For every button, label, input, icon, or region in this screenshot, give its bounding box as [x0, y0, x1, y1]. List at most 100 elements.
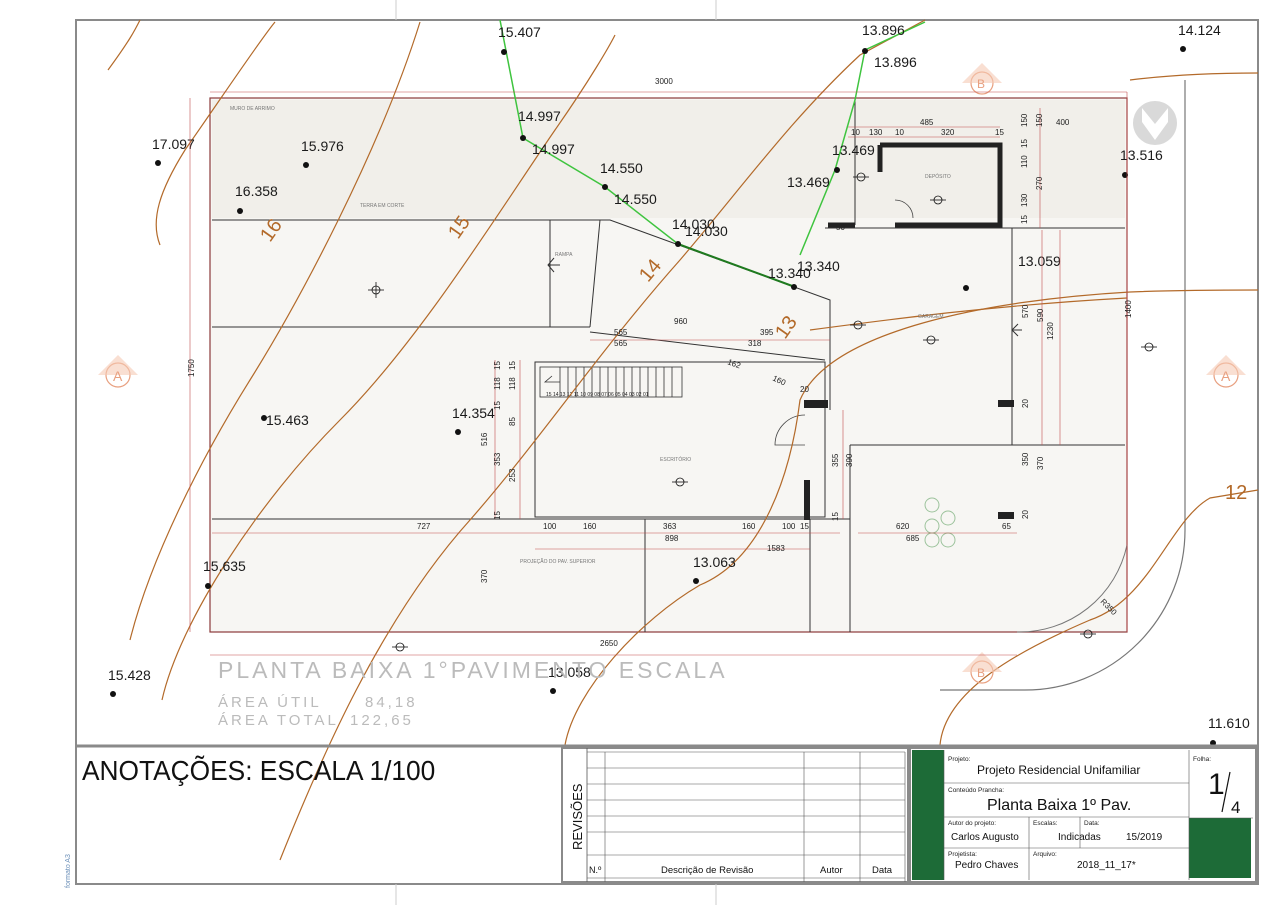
dim: 15: [995, 128, 1004, 137]
content-name: Planta Baixa 1º Pav.: [987, 797, 1131, 814]
brand-bar: [912, 750, 944, 880]
dim: 370: [1036, 456, 1045, 470]
level-label: 13.059: [1018, 253, 1061, 269]
dim: 395: [760, 328, 774, 337]
level-label: 14.030: [672, 216, 715, 232]
content-label: Conteúdo Prancha:: [948, 787, 1004, 794]
level-label: 13.469: [832, 142, 875, 158]
sheet-fraction-bar: [1221, 771, 1231, 813]
room-label-deposito: DEPÓSITO: [925, 173, 951, 180]
level-label: 13.063: [693, 554, 736, 570]
scales-label: Escalas:: [1033, 820, 1058, 827]
level-label: 14.550: [600, 160, 643, 176]
dim: 15: [493, 401, 502, 410]
level-label: 14.124: [1178, 22, 1221, 38]
area-total-label: ÁREA TOTAL: [218, 712, 339, 729]
annotations-title: ANOTAÇÕES: ESCALA 1/100: [82, 754, 435, 786]
dim: 355: [831, 453, 840, 467]
lot-boundary-curve: [1016, 544, 1128, 633]
door-swing: [774, 414, 806, 446]
survey-line-segment: [677, 243, 796, 288]
dim: 320: [941, 128, 955, 137]
staircase: [539, 366, 683, 398]
date-value: 15/2019: [1126, 832, 1163, 843]
level-label: 14.354: [452, 405, 495, 421]
dim: 150: [1035, 113, 1044, 127]
dim: 15: [508, 361, 517, 370]
dim: 100: [543, 522, 557, 531]
revisions-col-author: Autor: [820, 865, 843, 876]
revisions-label: REVISÕES: [570, 783, 585, 850]
level-label: 11.610: [1208, 715, 1250, 731]
level-label: 17.097: [152, 136, 195, 152]
north-arrow-icon: [1133, 101, 1177, 145]
level-label: 15.463: [266, 412, 309, 428]
storage-walls: [828, 142, 1003, 228]
dim: 370: [480, 569, 489, 583]
format-label: formato A3: [65, 854, 72, 888]
dim: 85: [508, 417, 517, 426]
level-label: 13.469: [787, 174, 830, 190]
section-marker-top: B: [962, 63, 1002, 95]
room-label-garagem: GARAGEM: [918, 314, 944, 320]
section-marker-right: A: [1206, 355, 1246, 388]
door-swing: [894, 199, 914, 219]
dim: 516: [480, 432, 489, 446]
wall-column: [998, 400, 1014, 407]
section-marker-left: A: [98, 355, 138, 388]
survey-line: [799, 21, 926, 256]
dim: 1230: [1046, 322, 1055, 340]
dim: 162: [726, 357, 742, 370]
dim: 20: [800, 385, 809, 394]
dim: 353: [493, 452, 502, 466]
dim: 20: [1021, 510, 1030, 519]
level-markers: [368, 172, 1157, 652]
date-label: Data:: [1084, 820, 1100, 827]
dim: 150: [1020, 113, 1029, 127]
title-block: [909, 747, 1257, 883]
level-label: 13.516: [1120, 147, 1163, 163]
soil-cut-area: [212, 100, 1125, 218]
ramp-arrow-icon: [1011, 323, 1022, 337]
room-label-escritorio: ESCRITÓRIO: [660, 456, 691, 463]
dim-right: 1400: [1124, 300, 1133, 318]
sheet-label: Folha:: [1193, 756, 1211, 763]
level-label: 14.030: [685, 223, 728, 239]
contour-label-12: 12: [1225, 482, 1247, 504]
stair-steps: 15 14 13 12 11 10 09 08 07 06 05 04 03 0…: [546, 392, 649, 398]
drawing-title: PLANTA BAIXA 1°PAVIMENTO ESCALA: [218, 657, 728, 683]
dim: 160: [583, 522, 597, 531]
revisions-col-number: N.º: [589, 865, 602, 875]
room-label-rampa: RAMPA: [555, 252, 573, 258]
dim-top: 3000: [655, 77, 673, 86]
dim-left: 1750: [187, 359, 196, 377]
dim: 400: [1056, 118, 1070, 127]
dim: 1583: [767, 544, 785, 553]
scales-value: Indicadas: [1058, 832, 1101, 843]
section-marker-bottom: B: [962, 652, 1002, 684]
dim: 15: [1020, 139, 1029, 148]
level-label: 15.407: [498, 24, 541, 40]
level-label: 15.428: [108, 667, 151, 683]
dim: 100: [782, 522, 796, 531]
wall-column: [804, 480, 810, 520]
level-label: 15.976: [301, 138, 344, 154]
svg-text:B: B: [977, 666, 985, 680]
dim: 253: [508, 468, 517, 482]
dim: 10: [895, 128, 904, 137]
designer-name: Pedro Chaves: [955, 860, 1018, 871]
svg-text:A: A: [113, 368, 123, 384]
dim: 270: [1035, 176, 1044, 190]
level-label: 14.997: [532, 141, 575, 157]
dim: 960: [674, 317, 688, 326]
dim: 10: [851, 128, 860, 137]
area-util-value: 84,18: [365, 694, 418, 711]
dim: 590: [1036, 308, 1045, 322]
dim: 118: [493, 377, 502, 390]
wall-column: [804, 400, 828, 408]
level-label: 13.340: [768, 265, 811, 281]
contour-lines: [107, 19, 1259, 861]
level-label: 16.358: [235, 183, 278, 199]
dim: 15: [493, 511, 502, 520]
